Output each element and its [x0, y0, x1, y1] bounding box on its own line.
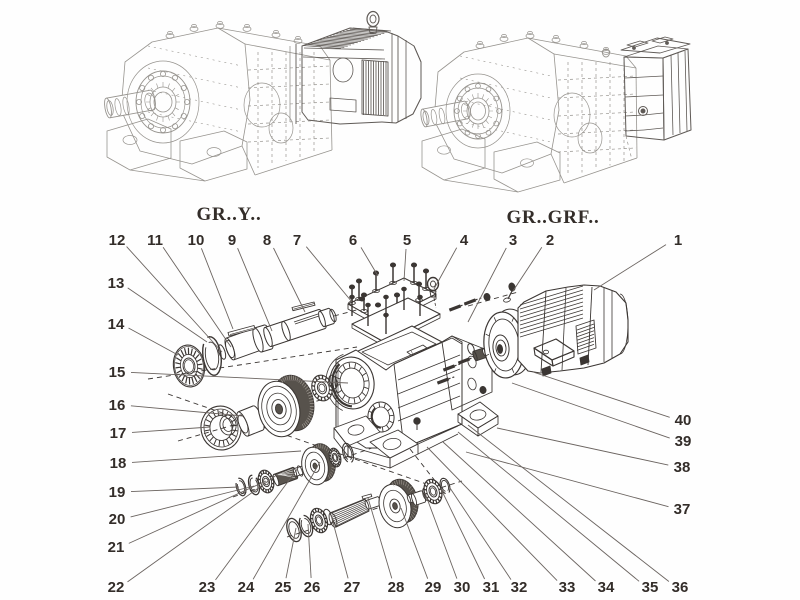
svg-text:GR..GRF..: GR..GRF.. [506, 207, 599, 228]
svg-text:37: 37 [674, 501, 691, 518]
svg-text:22: 22 [108, 579, 125, 596]
svg-text:24: 24 [238, 579, 255, 596]
svg-text:GR..Y..: GR..Y.. [196, 204, 261, 225]
svg-text:5: 5 [403, 232, 411, 249]
svg-text:14: 14 [108, 316, 125, 333]
svg-text:33: 33 [559, 579, 576, 596]
svg-text:29: 29 [425, 579, 442, 596]
svg-text:15: 15 [109, 364, 126, 381]
svg-text:16: 16 [109, 397, 126, 414]
svg-text:30: 30 [454, 579, 471, 596]
svg-text:35: 35 [642, 579, 659, 596]
svg-text:4: 4 [460, 232, 469, 249]
svg-text:26: 26 [304, 579, 321, 596]
svg-text:9: 9 [228, 232, 236, 249]
svg-text:10: 10 [188, 232, 205, 249]
svg-text:3: 3 [509, 232, 517, 249]
svg-text:!: ! [411, 351, 415, 357]
svg-text:12: 12 [109, 232, 126, 249]
svg-text:18: 18 [110, 455, 127, 472]
svg-text:11: 11 [147, 232, 163, 249]
svg-text:34: 34 [598, 579, 615, 596]
svg-text:20: 20 [109, 511, 126, 528]
svg-text:27: 27 [344, 579, 361, 596]
svg-text:13: 13 [108, 275, 125, 292]
svg-text:23: 23 [199, 579, 216, 596]
svg-text:40: 40 [675, 412, 692, 429]
svg-text:8: 8 [263, 232, 271, 249]
svg-text:32: 32 [511, 579, 528, 596]
svg-text:28: 28 [388, 579, 405, 596]
svg-text:36: 36 [672, 579, 689, 596]
svg-text:17: 17 [110, 425, 127, 442]
svg-text:7: 7 [293, 232, 301, 249]
svg-text:39: 39 [675, 433, 692, 450]
svg-text:25: 25 [275, 579, 292, 596]
svg-text:2: 2 [546, 232, 554, 249]
svg-text:31: 31 [483, 579, 500, 596]
svg-text:6: 6 [349, 232, 357, 249]
svg-text:21: 21 [108, 539, 125, 556]
svg-text:19: 19 [109, 484, 126, 501]
svg-text:1: 1 [674, 232, 682, 249]
svg-text:38: 38 [674, 459, 691, 476]
